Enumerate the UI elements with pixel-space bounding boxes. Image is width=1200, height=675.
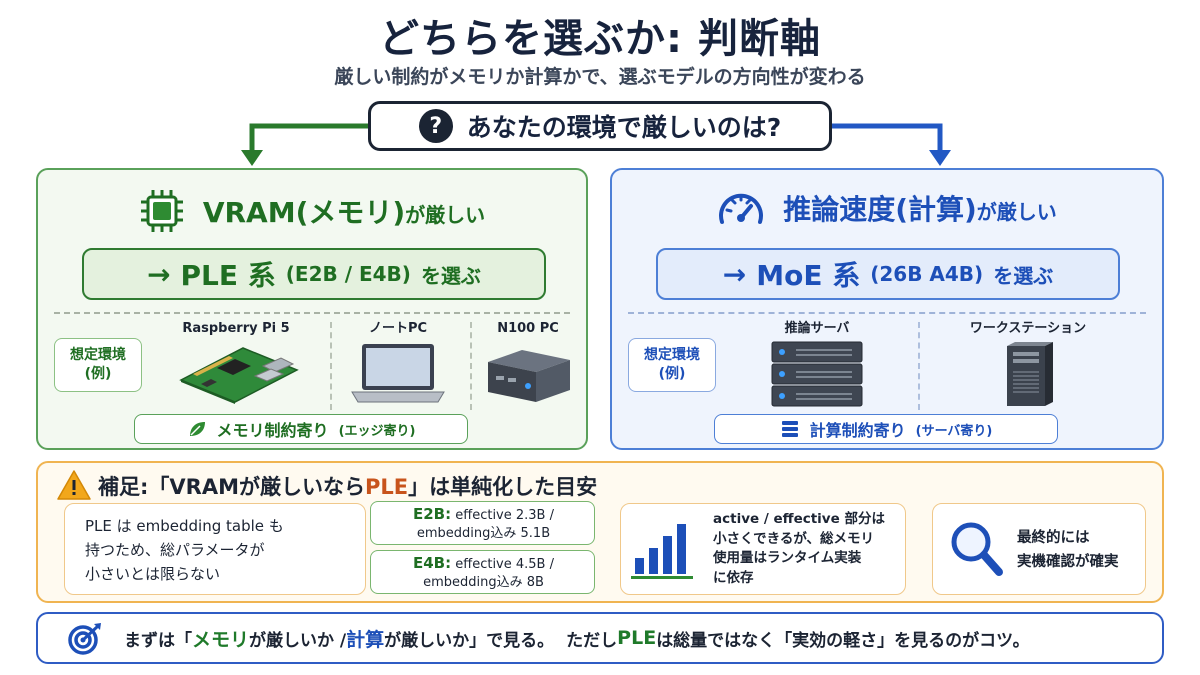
note-card-e2b: E2B: effective 2.3B / embedding込み 5.1B [370, 501, 595, 545]
note-card-verify: 最終的には 実機確認が確実 [932, 503, 1146, 595]
summary-compute: 計算 [346, 628, 385, 651]
laptop-icon [351, 344, 445, 403]
speedometer-icon [719, 193, 764, 224]
mini-pc-icon [488, 350, 570, 402]
note-heading-post: 」は単純化した目安 [408, 475, 598, 499]
card-line: PLE は embedding table も [85, 517, 284, 535]
target-icon [68, 623, 101, 655]
card-line: 小さくできるが、総メモリ [713, 530, 875, 547]
divider [54, 312, 570, 314]
memory-constraint-panel: VRAM(メモリ)が厳しい → PLE 系 (E2B / E4B) を選ぶ 想定… [36, 168, 588, 450]
e2b-label: E2B: [412, 505, 452, 523]
card-line: に依存 [713, 569, 754, 586]
pill-sub: (サーバ寄り) [915, 423, 993, 439]
e4b-line1: effective 4.5B / [455, 557, 554, 572]
card-line: 実機確認が確実 [1017, 554, 1119, 570]
card-line: active / effective 部分は [713, 511, 885, 527]
env-label: 想定環境 (例) [54, 338, 142, 392]
question-text: あなたの環境で厳しいのは? [466, 113, 782, 142]
note-heading-pre: 補足:「VRAMが厳しいなら [98, 475, 365, 499]
divider [330, 322, 332, 410]
question-box: ? あなたの環境で厳しいのは? [368, 101, 832, 151]
device-label: ワークステーション [969, 321, 1087, 336]
memory-oriented-pill: メモリ制約寄り (エッジ寄り) [134, 414, 468, 444]
choice-tail: を選ぶ [993, 263, 1054, 288]
card-line: 使用量はランタイム実装 [713, 550, 862, 566]
magnifier-icon [951, 522, 1003, 576]
choose-ple-box: → PLE 系 (E2B / E4B) を選ぶ [82, 248, 546, 300]
choice-main: MoE 系 [756, 259, 861, 292]
memory-condition-main: VRAM(メモリ) [202, 196, 406, 229]
note-heading: 補足:「VRAMが厳しいならPLE」は単純化した目安 [98, 471, 597, 501]
card-line: 最終的には [1017, 530, 1090, 546]
summary-text: ただし [566, 630, 618, 651]
warning-icon [57, 470, 91, 500]
device-label: Raspberry Pi 5 [182, 321, 290, 336]
choice-detail: (E2B / E4B) [285, 262, 411, 286]
note-card-embedding: PLE は embedding table も 持つため、総パラメータが 小さい… [64, 503, 366, 595]
memory-condition-tail: が厳しい [405, 203, 486, 227]
divider [918, 322, 920, 410]
env-label-line1: 想定環境 [644, 347, 700, 364]
device-workstation: ワークステーション [938, 318, 1118, 412]
choose-moe-box: → MoE 系 (26B A4B) を選ぶ [656, 248, 1120, 300]
e2b-line1: effective 2.3B / [455, 508, 554, 523]
summary-bar: まずは「メモリが厳しいか / 計算が厳しいか」で見る。ただし PLE は総量では… [36, 612, 1164, 664]
supplement-note: 補足:「VRAMが厳しいならPLE」は単純化した目安 PLE は embeddi… [36, 461, 1164, 603]
device-inference-server: 推論サーバ [742, 318, 892, 412]
divider [470, 322, 472, 410]
server-icon [781, 421, 798, 437]
branch-arrows [241, 123, 951, 166]
workstation-tower-icon [1007, 342, 1053, 406]
device-mini-pc: N100 PC [468, 318, 588, 410]
chip-icon [140, 190, 183, 232]
summary-text: が厳しいか」で見る。 [384, 630, 555, 651]
env-label-line1: 想定環境 [70, 347, 126, 364]
e4b-label: E4B: [412, 554, 452, 572]
choice-arrow: → [722, 257, 747, 291]
divider [628, 312, 1146, 314]
compute-oriented-pill: 計算制約寄り (サーバ寄り) [714, 414, 1058, 444]
card-line: 小さいとは限らない [85, 565, 221, 583]
e2b-line2: embedding込み 5.1B [416, 526, 551, 541]
pill-sub: (エッジ寄り) [338, 423, 416, 439]
compute-constraint-panel: 推論速度(計算)が厳しい → MoE 系 (26B A4B) を選ぶ 想定環境 … [610, 168, 1164, 450]
summary-memory: メモリ [192, 628, 250, 651]
page-subtitle: 厳しい制約がメモリか計算かで、選ぶモデルの方向性が変わる [334, 66, 866, 88]
choice-main: PLE 系 [180, 259, 276, 292]
pill-main: メモリ制約寄り [216, 421, 329, 440]
compute-condition: 推論速度(計算)が厳しい [612, 188, 1162, 228]
server-rack-icon [771, 341, 863, 407]
env-label-line2: (例) [84, 366, 112, 382]
compute-condition-main: 推論速度(計算) [783, 193, 977, 226]
raspberry-pi-board-icon [179, 347, 299, 404]
env-label: 想定環境 (例) [628, 338, 716, 392]
note-card-e4b: E4B: effective 4.5B / embedding込み 8B [370, 550, 595, 594]
choice-detail: (26B A4B) [870, 262, 984, 286]
page-title: どちらを選ぶか: 判断軸 [379, 16, 821, 62]
note-heading-ple: PLE [364, 475, 409, 499]
choice-arrow: → [147, 257, 171, 291]
memory-condition: VRAM(メモリ)が厳しい [38, 188, 586, 234]
device-label: ノートPC [368, 321, 428, 336]
card-line: 持つため、総パラメータが [85, 541, 265, 559]
question-mark-icon: ? [418, 109, 453, 143]
device-label: N100 PC [497, 321, 559, 336]
device-laptop: ノートPC [338, 318, 458, 410]
device-label: 推論サーバ [784, 321, 850, 336]
e4b-line2: embedding込み 8B [423, 575, 544, 590]
env-label-line2: (例) [658, 366, 686, 382]
summary-text: まずは「 [124, 630, 192, 651]
summary-text: が厳しいか / [249, 630, 347, 651]
leaf-icon [189, 422, 205, 436]
device-raspberry-pi: Raspberry Pi 5 [156, 318, 316, 408]
note-card-active: active / effective 部分は 小さくできるが、総メモリ 使用量は… [620, 503, 906, 595]
bar-chart-icon [631, 524, 693, 579]
summary-ple: PLE [617, 627, 657, 649]
compute-condition-tail: が厳しい [976, 200, 1057, 224]
pill-main: 計算制約寄り [809, 421, 906, 440]
choice-tail: を選ぶ [420, 263, 481, 288]
summary-text: は総量ではなく「実効の軽さ」を見るのがコツ。 [656, 630, 1030, 651]
